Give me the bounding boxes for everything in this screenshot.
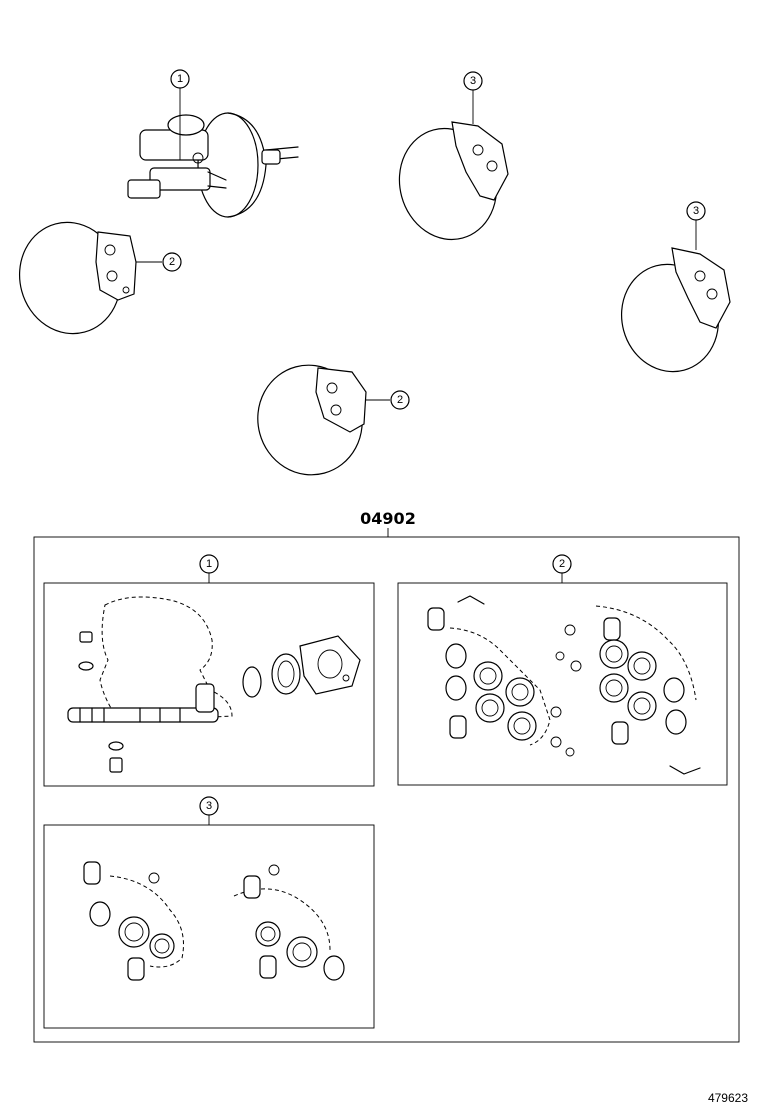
svg-text:1: 1 — [177, 73, 183, 85]
master-cylinder-assembly[interactable] — [127, 112, 299, 218]
kit-frame — [33, 536, 740, 1043]
svg-text:2: 2 — [559, 558, 565, 570]
rear-caliper-kit-parts[interactable] — [83, 861, 345, 981]
kit-panel-master-cylinder — [43, 582, 375, 787]
callout-kit-2: 2 — [552, 554, 572, 574]
svg-text:2: 2 — [169, 256, 175, 268]
rear-caliper-top[interactable] — [387, 117, 509, 250]
callout-rear-caliper-right: 3 — [686, 201, 706, 221]
callout-front-caliper-bottom: 2 — [390, 390, 410, 410]
callout-kit-1: 1 — [199, 554, 219, 574]
front-caliper-bottom[interactable] — [246, 353, 375, 486]
svg-text:3: 3 — [470, 75, 476, 87]
master-cylinder-kit-parts[interactable] — [67, 596, 361, 773]
callout-master-cylinder: 1 — [170, 69, 190, 89]
kit-part-number[interactable]: 04902 — [360, 509, 416, 528]
callout-rear-caliper-top: 3 — [463, 71, 483, 91]
callout-front-caliper-left: 2 — [162, 252, 182, 272]
svg-text:3: 3 — [206, 800, 212, 812]
rear-caliper-right[interactable] — [610, 247, 731, 383]
svg-text:3: 3 — [693, 205, 699, 217]
front-caliper-kit-parts[interactable] — [427, 595, 701, 775]
illustration-number: 479623 — [708, 1091, 748, 1105]
kit-panel-front-caliper — [397, 582, 728, 786]
kit-panel-rear-caliper — [43, 824, 375, 1029]
svg-text:2: 2 — [397, 394, 403, 406]
callout-kit-3: 3 — [199, 796, 219, 816]
svg-text:1: 1 — [206, 558, 212, 570]
front-caliper-left[interactable] — [7, 211, 137, 345]
